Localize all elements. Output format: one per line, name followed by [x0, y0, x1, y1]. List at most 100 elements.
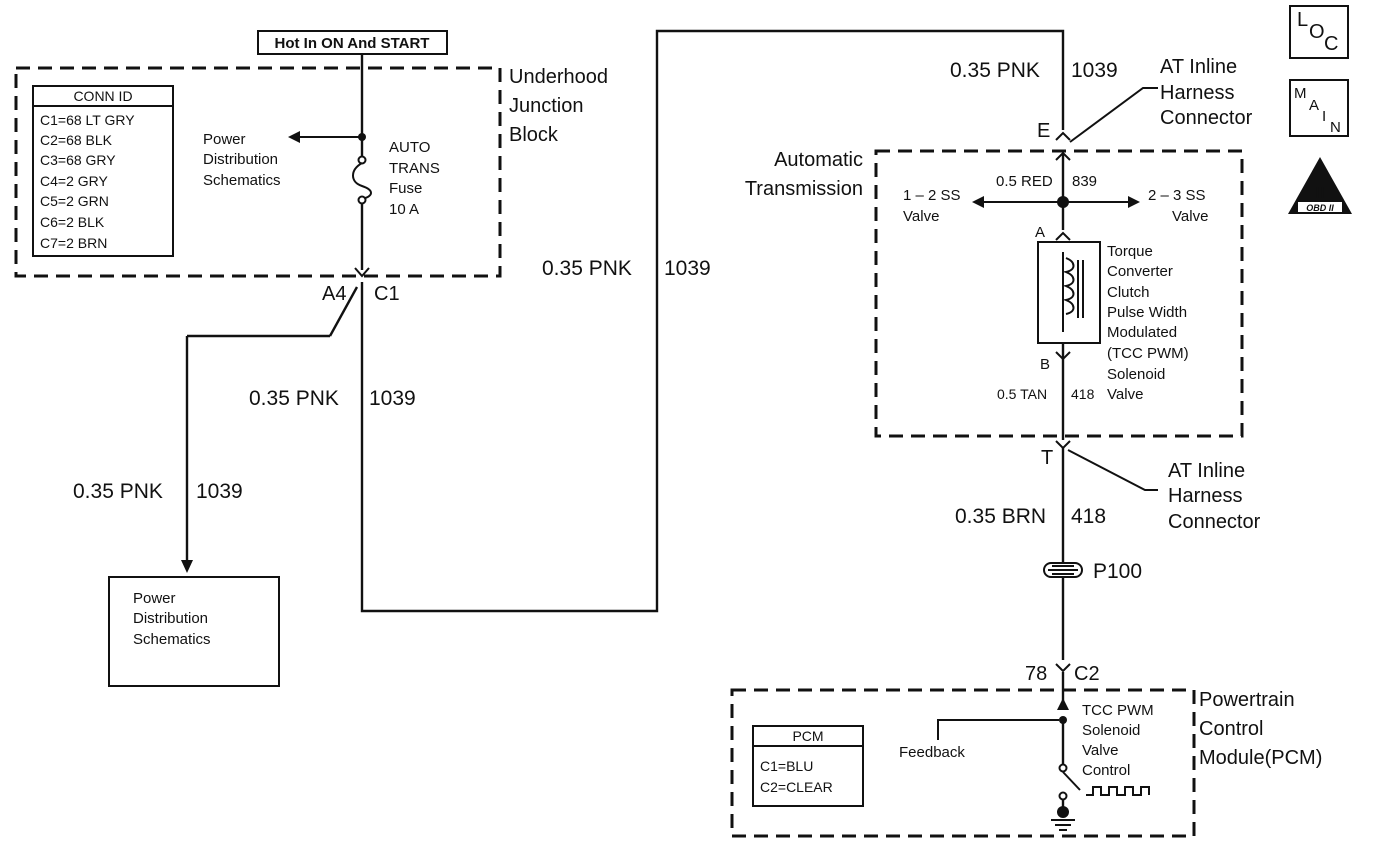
- wire-size-label: 0.35 PNK: [542, 257, 632, 280]
- solenoid-label: Torque: [1107, 243, 1153, 260]
- ground-icon: [1051, 806, 1075, 831]
- solenoid-label: Solenoid: [1107, 366, 1165, 383]
- power-dist-label: Schematics: [203, 172, 281, 189]
- fuse-icon: [352, 162, 372, 200]
- loc-icon[interactable]: L O C: [1289, 5, 1349, 59]
- pcm: 78 C2 Powertrain Control Module(PCM) PCM…: [730, 663, 1322, 838]
- main-icon[interactable]: M A I N: [1289, 79, 1349, 137]
- fuse-label: 10 A: [389, 201, 419, 218]
- pcm-title: Module(PCM): [1199, 747, 1322, 769]
- pcm-control-label: Control: [1082, 762, 1130, 779]
- pin-78: 78: [1025, 663, 1047, 685]
- wire-size-label: 0.5 TAN: [997, 386, 1047, 402]
- wire-circuit-label: 839: [1072, 173, 1097, 190]
- valve-12-label: 1 – 2 SS: [903, 187, 961, 204]
- wire-size-label: 0.35 PNK: [249, 387, 339, 410]
- solenoid-label: Converter: [1107, 263, 1173, 280]
- solenoid-label: (TCC PWM): [1107, 345, 1189, 362]
- feedback-label: Feedback: [899, 744, 965, 761]
- pin-a4: A4: [322, 283, 346, 305]
- connector-c1-icon: [354, 267, 370, 278]
- power-dist-box-label: Schematics: [133, 631, 211, 648]
- connector-c2-label: C2: [1074, 663, 1100, 685]
- inline-connector-label: Harness: [1160, 82, 1234, 104]
- svg-text:N: N: [1330, 119, 1341, 136]
- arrow-right-icon: [1128, 196, 1140, 208]
- connector-t-icon: [1055, 440, 1071, 450]
- wire-size-label: 0.5 RED: [996, 173, 1053, 190]
- svg-text:II: II: [1316, 185, 1325, 202]
- solenoid-coil-icon: [1062, 257, 1075, 315]
- valve-23-label: 2 – 3 SS: [1148, 187, 1206, 204]
- wire-size-label: 0.35 PNK: [73, 480, 163, 503]
- wire-circuit-label: 418: [1071, 386, 1095, 402]
- arrow-left-icon: [288, 131, 300, 143]
- valve-12-label: Valve: [903, 208, 939, 225]
- underhood-title-2: Junction: [509, 95, 584, 117]
- svg-text:C: C: [1324, 33, 1338, 55]
- solenoid-label: Pulse Width: [1107, 304, 1187, 321]
- pnk-main-run: 0.35 PNK 1039 0.35 PNK 1039 0.35 PNK 103…: [249, 29, 1118, 613]
- transmission-title: Automatic: [774, 149, 863, 171]
- inline-connector-label: Connector: [1160, 107, 1253, 129]
- svg-text:A: A: [1309, 97, 1319, 114]
- connector-c1-label: C1: [374, 283, 400, 305]
- svg-text:L: L: [1297, 9, 1308, 31]
- underhood-title-3: Block: [509, 124, 559, 146]
- power-dist-box: [108, 576, 280, 687]
- svg-text:OBD II: OBD II: [1306, 203, 1334, 213]
- wire-size-label: 0.35 BRN: [955, 505, 1046, 528]
- pin-b: B: [1040, 356, 1050, 373]
- fuse-label: Fuse: [389, 180, 422, 197]
- automatic-transmission: Automatic Transmission 0.5 RED 839 1 – 2…: [745, 149, 1244, 440]
- hot-in-tag: Hot In ON And START: [257, 30, 448, 55]
- switch-icon: [1062, 771, 1081, 791]
- inline-connector-label: Harness: [1168, 485, 1242, 507]
- connector-a-icon: [1055, 231, 1071, 241]
- solenoid-label: Modulated: [1107, 324, 1177, 341]
- inline-connector-label: AT Inline: [1168, 460, 1245, 482]
- wire-circuit-label: 1039: [369, 387, 416, 410]
- pcm-conn-row: C1=BLU: [760, 758, 813, 774]
- power-dist-box-label: Power: [133, 590, 176, 607]
- connector-c2-icon: [1055, 663, 1071, 673]
- conn-id-header: CONN ID: [73, 88, 132, 104]
- arrow-down-icon: [181, 560, 193, 573]
- power-dist-label: Distribution: [203, 151, 278, 168]
- solenoid-label: Clutch: [1107, 284, 1150, 301]
- arrow-up-icon: [1057, 698, 1069, 710]
- power-dist-label: Power: [203, 131, 246, 148]
- pcm-title: Control: [1199, 718, 1263, 740]
- conn-id-row: C5=2 GRN: [40, 193, 109, 209]
- conn-id-row: C3=68 GRY: [40, 152, 116, 168]
- pcm-conn-header: PCM: [792, 728, 823, 744]
- obd-ii-icon[interactable]: II OBD II: [1288, 157, 1352, 214]
- wire-size-label: 0.35 PNK: [950, 59, 1040, 82]
- conn-id-row: C7=2 BRN: [40, 235, 107, 251]
- pcm-control-label: Solenoid: [1082, 722, 1140, 739]
- pin-a: A: [1035, 224, 1045, 241]
- pcm-control-label: Valve: [1082, 742, 1118, 759]
- pin-e: E: [1037, 120, 1050, 142]
- pcm-title: Powertrain: [1199, 689, 1295, 711]
- valve-23-label: Valve: [1172, 208, 1208, 225]
- conn-id-row: C6=2 BLK: [40, 214, 105, 230]
- conn-id-row: C1=68 LT GRY: [40, 112, 135, 128]
- wire-circuit-label: 1039: [196, 480, 243, 503]
- conn-id-row: C4=2 GRY: [40, 173, 108, 189]
- splice-p100-icon: [1043, 562, 1083, 578]
- inline-connector-e: E AT Inline Harness Connector: [1037, 56, 1253, 143]
- pcm-conn-row: C2=CLEAR: [760, 779, 833, 795]
- inline-connector-label: AT Inline: [1160, 56, 1237, 78]
- pcm-control-label: TCC PWM: [1082, 702, 1154, 719]
- conn-id-row: C2=68 BLK: [40, 132, 113, 148]
- underhood-title-1: Underhood: [509, 66, 608, 88]
- arrow-left-icon: [972, 196, 984, 208]
- wire-circuit-label: 1039: [1071, 59, 1118, 82]
- connector-e-icon: [1055, 131, 1071, 141]
- underhood-junction-block: Underhood Junction Block CONN ID C1=68 L…: [14, 54, 608, 305]
- svg-text:M: M: [1294, 85, 1307, 102]
- hot-in-label: Hot In ON And START: [275, 35, 430, 52]
- wire-circuit-label: 418: [1071, 505, 1106, 528]
